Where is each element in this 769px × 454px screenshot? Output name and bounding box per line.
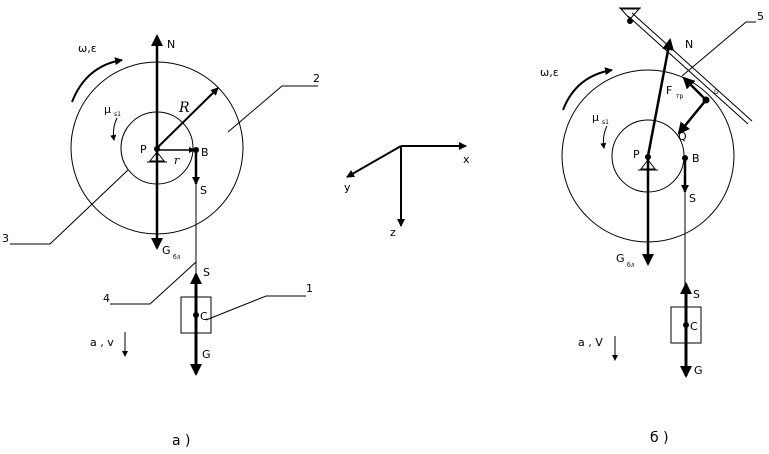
leader-1 [205,295,306,321]
label-N: N [167,38,175,51]
radius-R [156,87,219,149]
label-G-disc-sub: бл [173,254,181,261]
force-N-b [646,38,675,157]
force-F-friction [682,76,707,101]
label-Q: Q [678,130,687,143]
label-omega-eps: ω,ε [78,42,97,55]
label-omega-eps-b: ω,ε [540,66,559,79]
label-x: x [463,153,470,166]
label-G-disc-b: G [616,252,625,265]
pivot-support [148,151,166,162]
mu-arrow [110,117,118,141]
diagram-a: ω,ε N μ s1 R r P B S G бл S C G 1 2 3 4 … [2,34,320,449]
label-F: F [666,84,672,97]
omega-arrow [71,57,123,103]
label-2: 2 [313,72,320,85]
caption-a: а ) [172,433,191,449]
label-mu-sub-b: s1 [602,119,609,126]
pivot-support-b [639,159,657,170]
omega-arrow-b [562,67,613,111]
label-1: 1 [306,282,313,295]
label-3: 3 [2,232,9,245]
axis-y [346,145,402,178]
label-N-b: N [685,38,693,51]
point-D [702,96,710,104]
diagram-b: ω,ε N F тр D μ s1 Q P B S G бл S C G 5 a… [540,7,764,446]
label-S-lower-b: S [693,288,700,301]
label-S-lower: S [203,266,210,279]
label-B-b: B [692,152,700,165]
label-G-load: G [202,348,211,361]
label-5: 5 [757,10,764,23]
label-G-disc-sub-b: бл [627,262,635,269]
label-S-upper: S [200,184,207,197]
label-S-upper-b: S [689,192,696,205]
point-P [154,146,160,152]
label-mu: μ [104,103,111,116]
point-P-b [645,154,651,160]
label-R: R [178,100,190,116]
hinge-point [627,18,633,24]
label-z: z [390,226,396,239]
caption-b: б ) [650,430,669,446]
label-F-sub: тр [676,93,683,100]
mu-arrow-b [600,125,608,149]
leader-4 [110,261,197,305]
label-G-load-b: G [694,364,703,377]
label-4: 4 [103,292,110,305]
label-G-disc: G [162,244,171,257]
label-y: y [344,181,351,194]
label-D: D [714,89,719,96]
label-mu-sub: s1 [114,111,121,118]
label-motion: a , v [90,336,114,349]
label-C-b: C [690,320,698,333]
leader-3 [10,169,129,245]
label-r: r [174,154,180,167]
coordinate-axes: x y z [344,142,470,239]
leader-2 [227,85,318,133]
leader-5 [681,21,756,77]
force-Q [677,99,707,135]
rod-line-1 [627,15,749,125]
label-mu-b: μ [592,111,599,124]
label-B: B [201,146,209,159]
label-P-b: P [633,148,640,161]
label-motion-b: a , V [578,336,603,349]
label-P: P [140,143,147,156]
label-C: C [200,310,208,323]
hinge-triangle [619,8,641,20]
